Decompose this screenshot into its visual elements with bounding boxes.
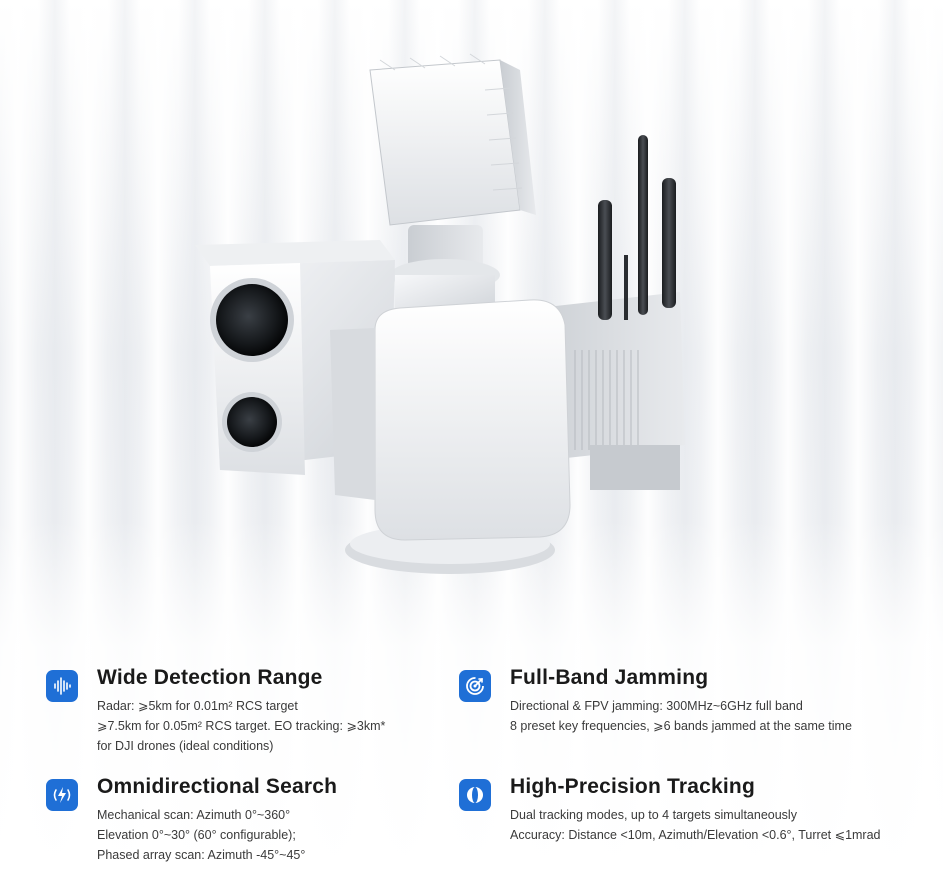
feature-line: Directional & FPV jamming: 300MHz~6GHz f…: [510, 699, 803, 713]
feature-full-band-jamming: Full-Band Jamming Directional & FPV jamm…: [459, 666, 929, 736]
feature-line: Mechanical scan: Azimuth 0°~360°: [97, 808, 291, 822]
feature-description: Directional & FPV jamming: 300MHz~6GHz f…: [510, 696, 852, 736]
feature-line: Radar: ⩾5km for 0.01m² RCS target: [97, 699, 298, 713]
feature-wide-detection: Wide Detection Range Radar: ⩾5km for 0.0…: [46, 666, 426, 756]
feature-description: Radar: ⩾5km for 0.01m² RCS target ⩾7.5km…: [97, 696, 385, 756]
feature-high-precision-tracking: High-Precision Tracking Dual tracking mo…: [459, 775, 929, 845]
feature-omnidirectional-search: Omnidirectional Search Mechanical scan: …: [46, 775, 426, 865]
feature-line: ⩾7.5km for 0.05m² RCS target. EO trackin…: [97, 719, 386, 733]
feature-line: Accuracy: Distance <10m, Azimuth/Elevati…: [510, 828, 881, 842]
signal-wave-icon: [46, 670, 78, 702]
feature-line: Phased array scan: Azimuth -45°~45°: [97, 848, 306, 862]
feature-title: High-Precision Tracking: [510, 775, 755, 798]
lightning-broadcast-icon: [46, 779, 78, 811]
feature-title: Full-Band Jamming: [510, 666, 709, 689]
feature-description: Dual tracking modes, up to 4 targets sim…: [510, 805, 881, 845]
feature-line: Elevation 0°~30° (60° configurable);: [97, 828, 296, 842]
feature-line: Dual tracking modes, up to 4 targets sim…: [510, 808, 797, 822]
feature-description: Mechanical scan: Azimuth 0°~360° Elevati…: [97, 805, 305, 865]
feature-line: for DJI drones (ideal conditions): [97, 739, 274, 753]
feature-title: Omnidirectional Search: [97, 775, 338, 798]
dual-lens-tracking-icon: [459, 779, 491, 811]
feature-line: 8 preset key frequencies, ⩾6 bands jamme…: [510, 719, 852, 733]
product-image: [195, 53, 685, 574]
feature-title: Wide Detection Range: [97, 666, 323, 689]
jamming-target-icon: [459, 670, 491, 702]
